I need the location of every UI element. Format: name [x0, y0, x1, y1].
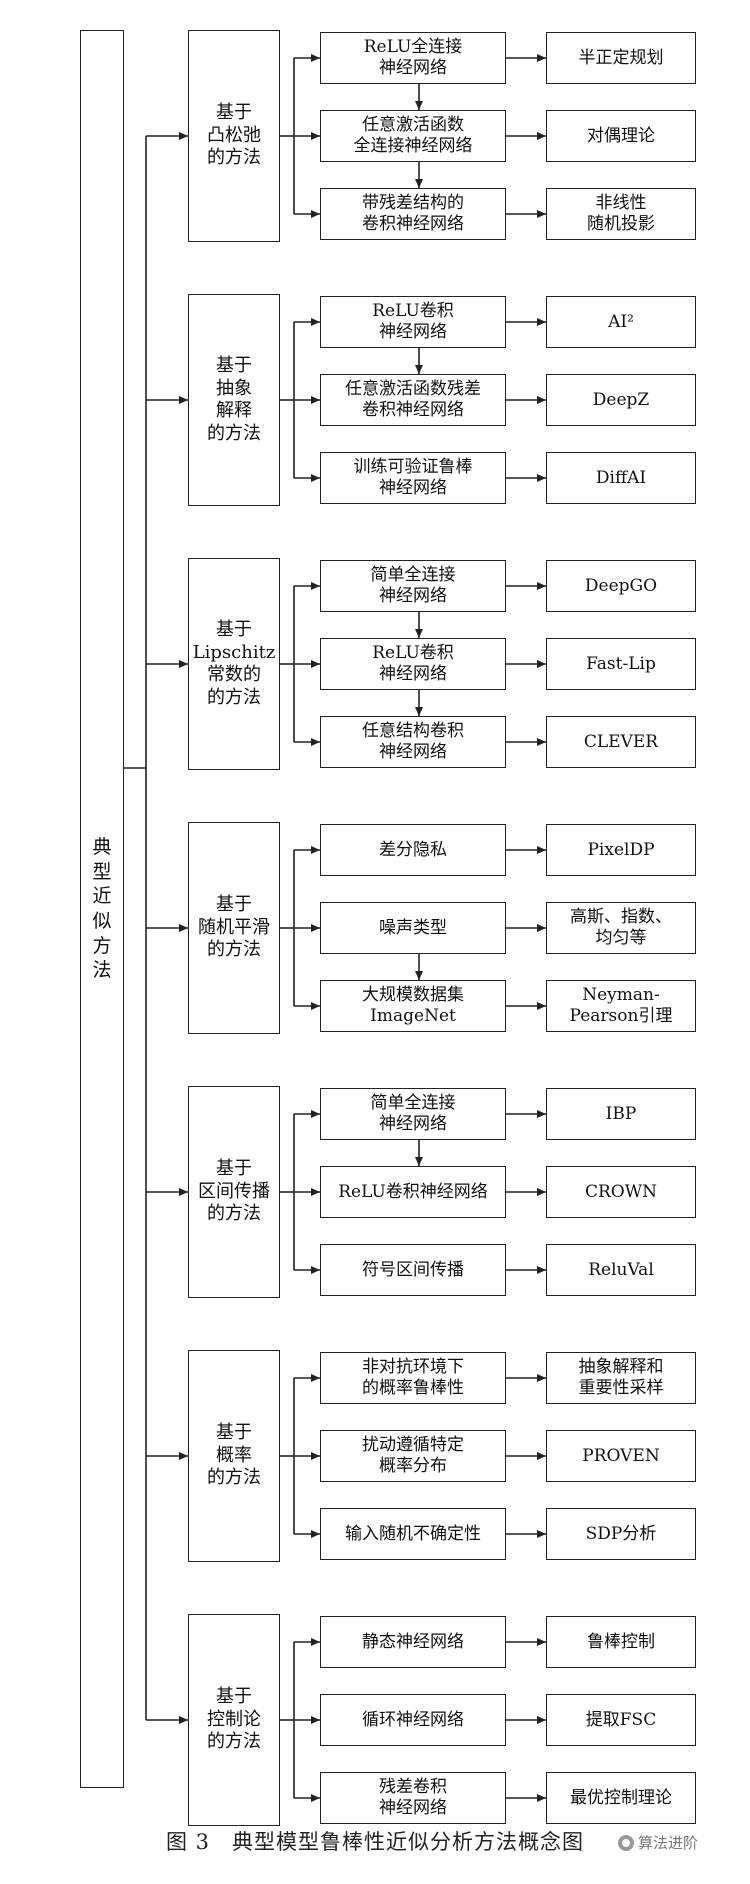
- method-box-2: 基于 抽象 解释 的方法: [188, 294, 280, 506]
- technique-box-5-2: ReLU卷积神经网络: [320, 1166, 506, 1218]
- method-box-5: 基于 区间传播 的方法: [188, 1086, 280, 1298]
- tool-box-7-1: 鲁棒控制: [546, 1616, 696, 1668]
- tool-box-3-1: DeepGO: [546, 560, 696, 612]
- tool-box-4-2: 高斯、指数、 均匀等: [546, 902, 696, 954]
- technique-box-1-3: 带残差结构的 卷积神经网络: [320, 188, 506, 240]
- technique-box-1-2: 任意激活函数 全连接神经网络: [320, 110, 506, 162]
- technique-box-7-1: 静态神经网络: [320, 1616, 506, 1668]
- watermark-text: 算法进阶: [638, 1834, 699, 1852]
- technique-box-6-1: 非对抗环境下 的概率鲁棒性: [320, 1352, 506, 1404]
- method-box-4: 基于 随机平滑 的方法: [188, 822, 280, 1034]
- tool-box-3-3: CLEVER: [546, 716, 696, 768]
- technique-box-6-2: 扰动遵循特定 概率分布: [320, 1430, 506, 1482]
- wechat-icon: [618, 1834, 634, 1851]
- watermark: 算法进阶: [618, 1832, 698, 1853]
- technique-box-4-2: 噪声类型: [320, 902, 506, 954]
- method-box-1: 基于 凸松弛 的方法: [188, 30, 280, 242]
- tool-box-4-1: PixelDP: [546, 824, 696, 876]
- tool-box-6-1: 抽象解释和 重要性采样: [546, 1352, 696, 1404]
- tool-box-2-2: DeepZ: [546, 374, 696, 426]
- technique-box-5-3: 符号区间传播: [320, 1244, 506, 1296]
- tool-box-5-2: CROWN: [546, 1166, 696, 1218]
- tool-box-5-1: IBP: [546, 1088, 696, 1140]
- technique-box-3-3: 任意结构卷积 神经网络: [320, 716, 506, 768]
- tool-box-1-2: 对偶理论: [546, 110, 696, 162]
- technique-box-4-1: 差分隐私: [320, 824, 506, 876]
- technique-box-2-1: ReLU卷积 神经网络: [320, 296, 506, 348]
- technique-box-5-1: 简单全连接 神经网络: [320, 1088, 506, 1140]
- tool-box-7-3: 最优控制理论: [546, 1772, 696, 1824]
- technique-box-7-3: 残差卷积 神经网络: [320, 1772, 506, 1824]
- tool-box-6-2: PROVEN: [546, 1430, 696, 1482]
- tool-box-7-2: 提取FSC: [546, 1694, 696, 1746]
- tool-box-6-3: SDP分析: [546, 1508, 696, 1560]
- tool-box-1-3: 非线性 随机投影: [546, 188, 696, 240]
- technique-box-2-3: 训练可验证鲁棒 神经网络: [320, 452, 506, 504]
- method-box-3: 基于 Lipschitz 常数的 的方法: [188, 558, 280, 770]
- technique-box-4-3: 大规模数据集 ImageNet: [320, 980, 506, 1032]
- tool-box-5-3: ReluVal: [546, 1244, 696, 1296]
- technique-box-3-2: ReLU卷积 神经网络: [320, 638, 506, 690]
- root-box-typical-approx-methods: 典 型 近 似 方 法: [80, 30, 124, 1788]
- technique-box-2-2: 任意激活函数残差 卷积神经网络: [320, 374, 506, 426]
- figure-caption: 图 3 典型模型鲁棒性近似分析方法概念图: [165, 1830, 585, 1854]
- tool-box-3-2: Fast-Lip: [546, 638, 696, 690]
- technique-box-1-1: ReLU全连接 神经网络: [320, 32, 506, 84]
- method-box-7: 基于 控制论 的方法: [188, 1614, 280, 1826]
- tool-box-2-1: AI²: [546, 296, 696, 348]
- method-box-6: 基于 概率 的方法: [188, 1350, 280, 1562]
- tool-box-1-1: 半正定规划: [546, 32, 696, 84]
- technique-box-7-2: 循环神经网络: [320, 1694, 506, 1746]
- tool-box-2-3: DiffAI: [546, 452, 696, 504]
- tool-box-4-3: Neyman- Pearson引理: [546, 980, 696, 1032]
- technique-box-6-3: 输入随机不确定性: [320, 1508, 506, 1560]
- technique-box-3-1: 简单全连接 神经网络: [320, 560, 506, 612]
